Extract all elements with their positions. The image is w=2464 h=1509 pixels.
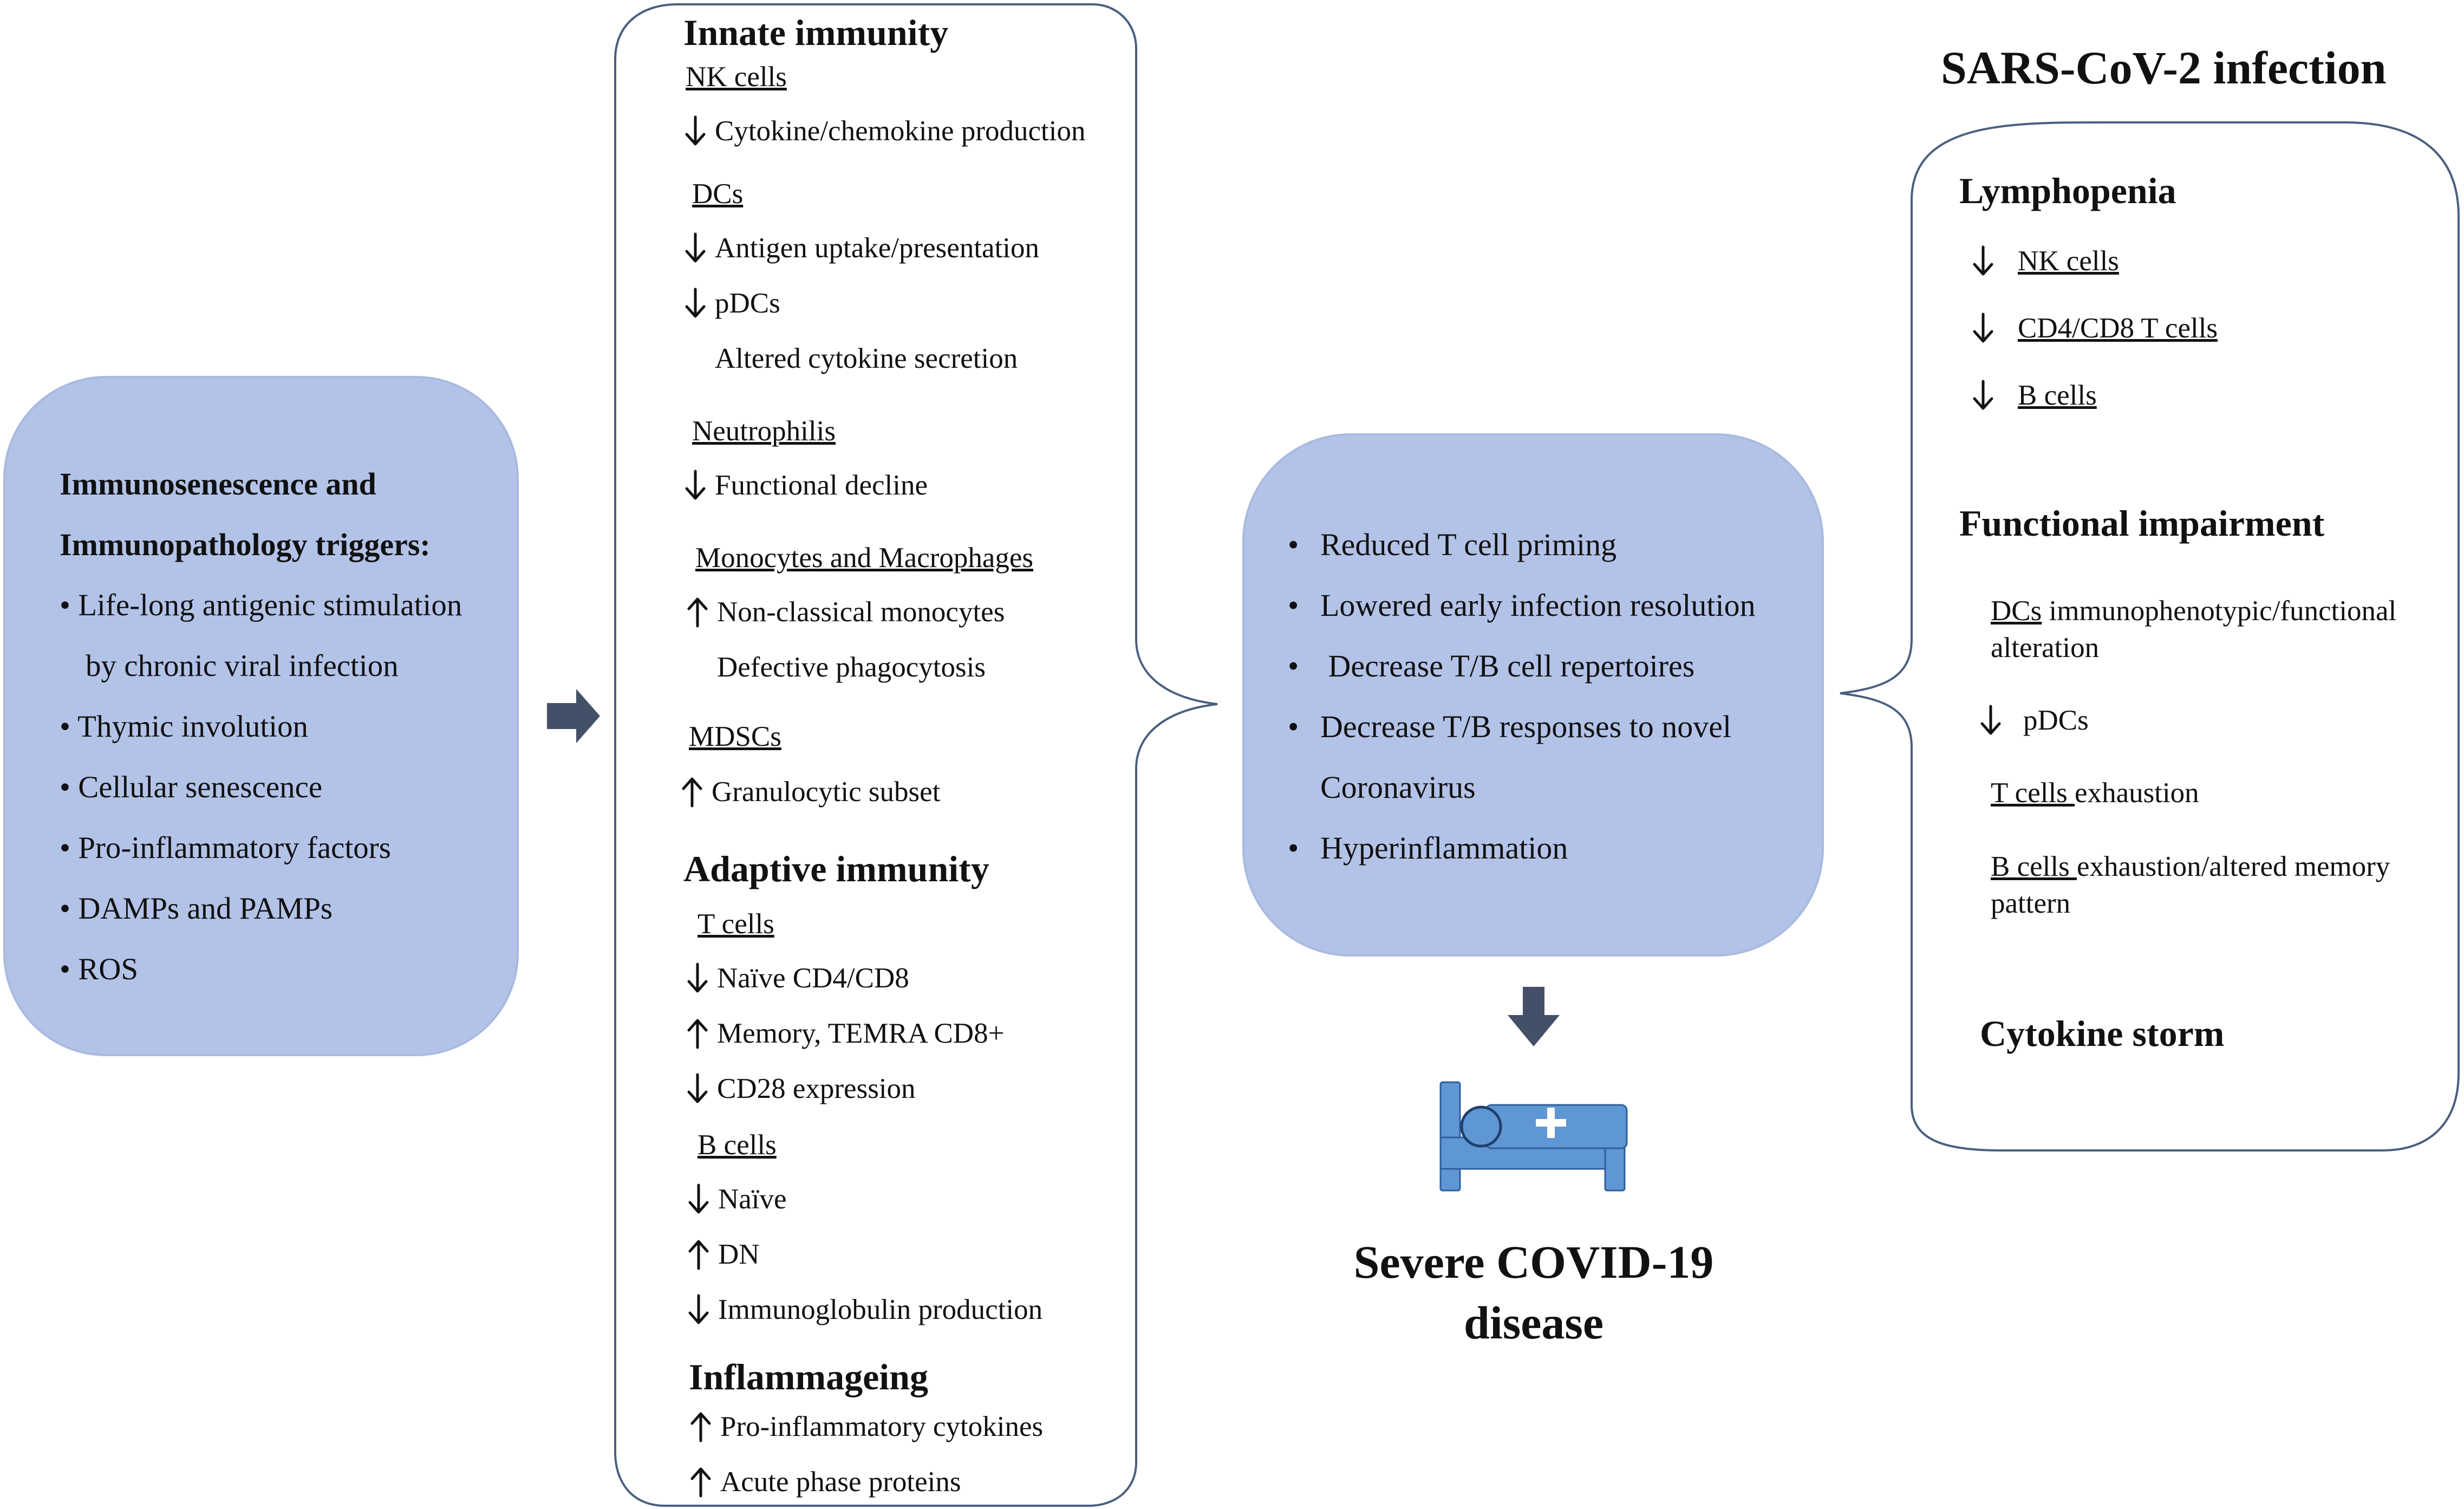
down-arrow-icon	[1973, 245, 1993, 276]
aging-row: Immunoglobulin production	[687, 1293, 1042, 1326]
aging-row: Naïve	[687, 1183, 787, 1215]
aging-bracket	[614, 3, 1218, 1507]
aging-row: Naïve CD4/CD8	[686, 962, 909, 994]
aging-row: Pro-inflammatory cytokines	[689, 1410, 1043, 1443]
dcs-alteration-text: DCs immunophenotypic/functional alterati…	[1991, 595, 2397, 664]
down-arrow-icon	[1973, 380, 1993, 410]
down-arrow-icon	[685, 288, 706, 318]
lymphopenia-title: Lymphopenia	[1959, 170, 2176, 211]
aging-row: Defective phagocytosis	[717, 651, 986, 683]
mdscs-label: MDSCs	[689, 721, 781, 752]
down-arrow-icon	[687, 1073, 708, 1103]
trigger-item: • Cellular senescence	[60, 770, 323, 804]
aging-row: Antigen uptake/presentation	[683, 232, 1039, 264]
down-arrow-icon	[1973, 313, 1993, 343]
aging-row: Non-classical monocytes	[686, 596, 1005, 628]
down-arrow-icon	[688, 1294, 709, 1324]
dcs-label: DCs	[692, 178, 744, 210]
lymphopenia-row: NK cells	[1971, 245, 2119, 277]
consequences-box: •Reduced T cell priming •Lowered early i…	[1242, 433, 1824, 957]
sars-title: SARS-CoV-2 infection	[1941, 42, 2387, 94]
pdcs-row: pDCs	[1979, 704, 2089, 737]
aging-row: Cytokine/chemokine production	[683, 115, 1085, 147]
down-arrow-icon	[1980, 705, 2001, 735]
consequence-item: •Hyperinflammation	[1288, 830, 1568, 866]
b-cells-exhaustion-text: B cells exhaustion/altered memory patter…	[1991, 851, 2390, 919]
inflammageing-title: Inflammageing	[689, 1356, 928, 1397]
lymphopenia-row: CD4/CD8 T cells	[1971, 312, 2218, 344]
right-arrow-icon	[547, 689, 600, 743]
up-arrow-icon	[687, 597, 708, 628]
consequence-item: •Decrease T/B responses to novel	[1288, 709, 1732, 744]
sars-bracket	[1840, 121, 2460, 1152]
down-arrow-icon	[685, 470, 706, 500]
hospital-bed-icon	[1439, 1081, 1628, 1192]
aging-row: Memory, TEMRA CD8+	[686, 1017, 1004, 1050]
nk-cells-label: NK cells	[686, 61, 787, 93]
neutrophils-label: Neutrophilis	[692, 415, 836, 447]
consequence-item: •Lowered early infection resolution	[1288, 588, 1756, 623]
triggers-heading-line2: Immunopathology triggers:	[60, 527, 431, 562]
functional-impairment-title: Functional impairment	[1959, 503, 2325, 544]
up-arrow-icon	[690, 1412, 711, 1442]
up-arrow-icon	[687, 1019, 708, 1049]
aging-row: Acute phase proteins	[689, 1466, 961, 1498]
down-arrow-icon	[685, 232, 706, 263]
consequence-item: •Reduced T cell priming	[1288, 527, 1617, 562]
trigger-item: by chronic viral infection	[86, 649, 399, 683]
aging-row: Functional decline	[683, 469, 928, 502]
t-cells-label: T cells	[698, 908, 774, 940]
trigger-item: • Pro-inflammatory factors	[60, 831, 391, 865]
aging-row: Granulocytic subset	[680, 776, 940, 808]
triggers-box: Immunosenescence and Immunopathology tri…	[3, 376, 519, 1056]
trigger-item: • Thymic involution	[60, 710, 309, 744]
consequence-item: • Decrease T/B cell repertoires	[1288, 648, 1695, 684]
aging-row: CD28 expression	[686, 1072, 916, 1105]
down-arrow-icon	[685, 115, 706, 146]
b-cells-label: B cells	[698, 1129, 777, 1161]
cytokine-storm-title: Cytokine storm	[1980, 1013, 2225, 1054]
aging-row: Altered cytokine secretion	[715, 342, 1018, 374]
innate-immunity-title: Innate immunity	[683, 12, 949, 53]
t-cells-exhaustion-text: T cells exhaustion	[1991, 777, 2199, 809]
aging-row: DN	[687, 1238, 760, 1271]
down-arrow-icon	[687, 962, 708, 993]
down-arrow-icon	[688, 1183, 709, 1214]
adaptive-immunity-title: Adaptive immunity	[683, 848, 989, 889]
trigger-item: • ROS	[60, 952, 139, 986]
trigger-item: • DAMPs and PAMPs	[60, 892, 333, 926]
monocytes-label: Monocytes and Macrophages	[695, 542, 1034, 574]
aging-row: pDCs	[683, 287, 780, 320]
trigger-item: • Life-long antigenic stimulation	[60, 588, 462, 622]
outcome-title: Severe COVID-19 disease	[1353, 1236, 1714, 1349]
up-arrow-icon	[690, 1467, 711, 1498]
up-arrow-icon	[688, 1240, 709, 1270]
down-arrow-icon	[1508, 987, 1560, 1046]
consequence-item-continued: Coronavirus	[1320, 770, 1476, 805]
triggers-heading-line1: Immunosenescence and	[60, 466, 376, 502]
up-arrow-icon	[682, 777, 702, 808]
lymphopenia-row: B cells	[1971, 379, 2097, 412]
